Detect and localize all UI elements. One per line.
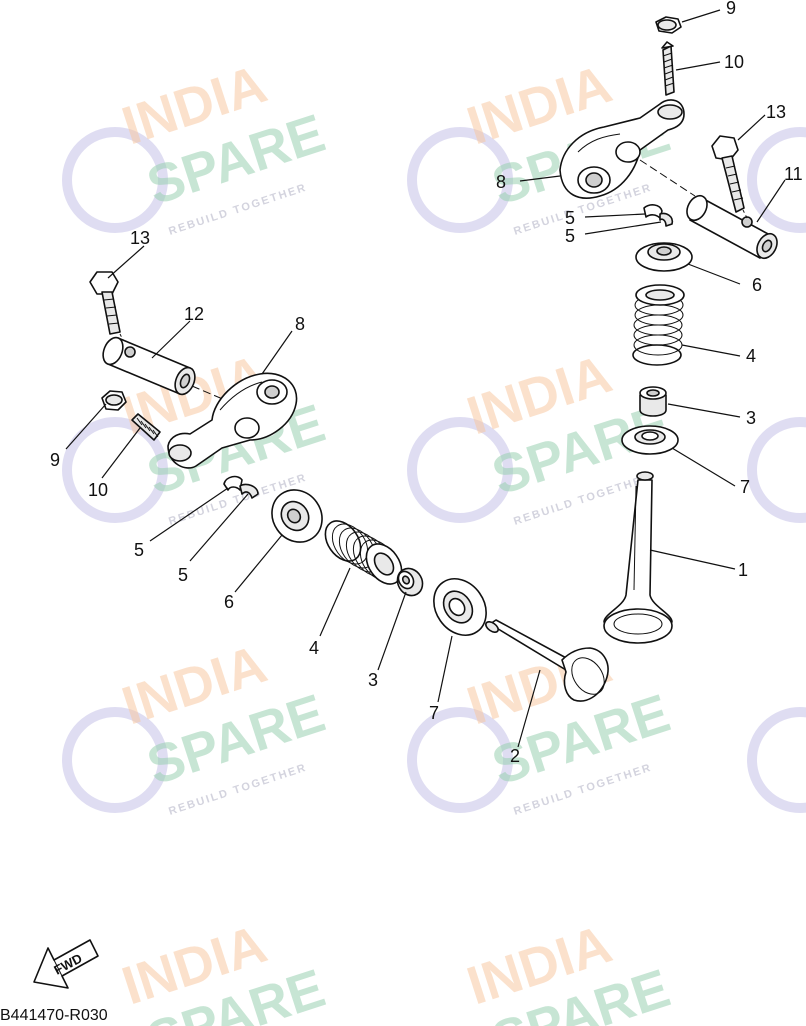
valve-spring-part — [324, 520, 403, 585]
callout-12-left: 12 — [184, 304, 204, 324]
forward-direction-arrow: FWD — [33, 939, 99, 989]
callout-3-right: 3 — [746, 408, 756, 428]
exhaust-valve-part — [485, 619, 609, 702]
callout-5a-right: 5 — [565, 208, 575, 228]
intake-valve-part — [603, 471, 673, 644]
callout-9-right: 9 — [726, 0, 736, 18]
adjusting-nut-part — [101, 390, 127, 411]
rocker-shaft-part — [639, 159, 778, 260]
bolt-part — [89, 271, 127, 347]
valve-stem-seal-part — [639, 386, 667, 417]
callout-9-left: 9 — [50, 450, 60, 470]
callout-4-right: 4 — [746, 346, 756, 366]
callout-10-left: 10 — [88, 480, 108, 500]
valve-spring-part — [632, 284, 685, 366]
callout-13-right: 13 — [766, 102, 786, 122]
callout-3-left: 3 — [368, 670, 378, 690]
spring-retainer-part — [271, 489, 323, 543]
callout-10-right: 10 — [724, 52, 744, 72]
adjusting-screw-part — [661, 41, 675, 96]
leader-lines — [65, 9, 786, 748]
callout-1-right: 1 — [738, 560, 748, 580]
valve-cotter-part — [643, 204, 674, 227]
callout-5b-right: 5 — [565, 226, 575, 246]
callout-8-right: 8 — [496, 172, 506, 192]
callout-8-left: 8 — [295, 314, 305, 334]
rocker-arm-part — [559, 99, 685, 199]
callout-7-right: 7 — [740, 477, 750, 497]
bolt-part — [711, 135, 748, 219]
callout-2-left: 2 — [510, 746, 520, 766]
callout-4-left: 4 — [309, 638, 319, 658]
rocker-arm-part — [167, 372, 298, 469]
valve-stem-seal-part — [396, 567, 424, 597]
callout-5a-left: 5 — [134, 540, 144, 560]
adjusting-nut-part — [655, 16, 682, 34]
rocker-shaft-part — [102, 336, 226, 401]
callout-13-left: 13 — [130, 228, 150, 248]
callout-11-right: 11 — [784, 164, 803, 184]
diagram-code: B441470-R030 — [0, 1007, 108, 1024]
callout-labels: 9 10 13 11 8 5 5 6 4 3 7 1 13 12 8 9 10 … — [50, 0, 803, 766]
callout-5b-left: 5 — [178, 565, 188, 585]
adjusting-screw-part — [131, 413, 161, 441]
spring-seat-part — [433, 578, 487, 636]
spring-seat-part — [621, 425, 679, 455]
callout-7-left: 7 — [429, 703, 439, 723]
callout-6-left: 6 — [224, 592, 234, 612]
valve-cotter-part — [223, 475, 259, 499]
callout-6-right: 6 — [752, 275, 762, 295]
spring-retainer-part — [635, 242, 693, 272]
